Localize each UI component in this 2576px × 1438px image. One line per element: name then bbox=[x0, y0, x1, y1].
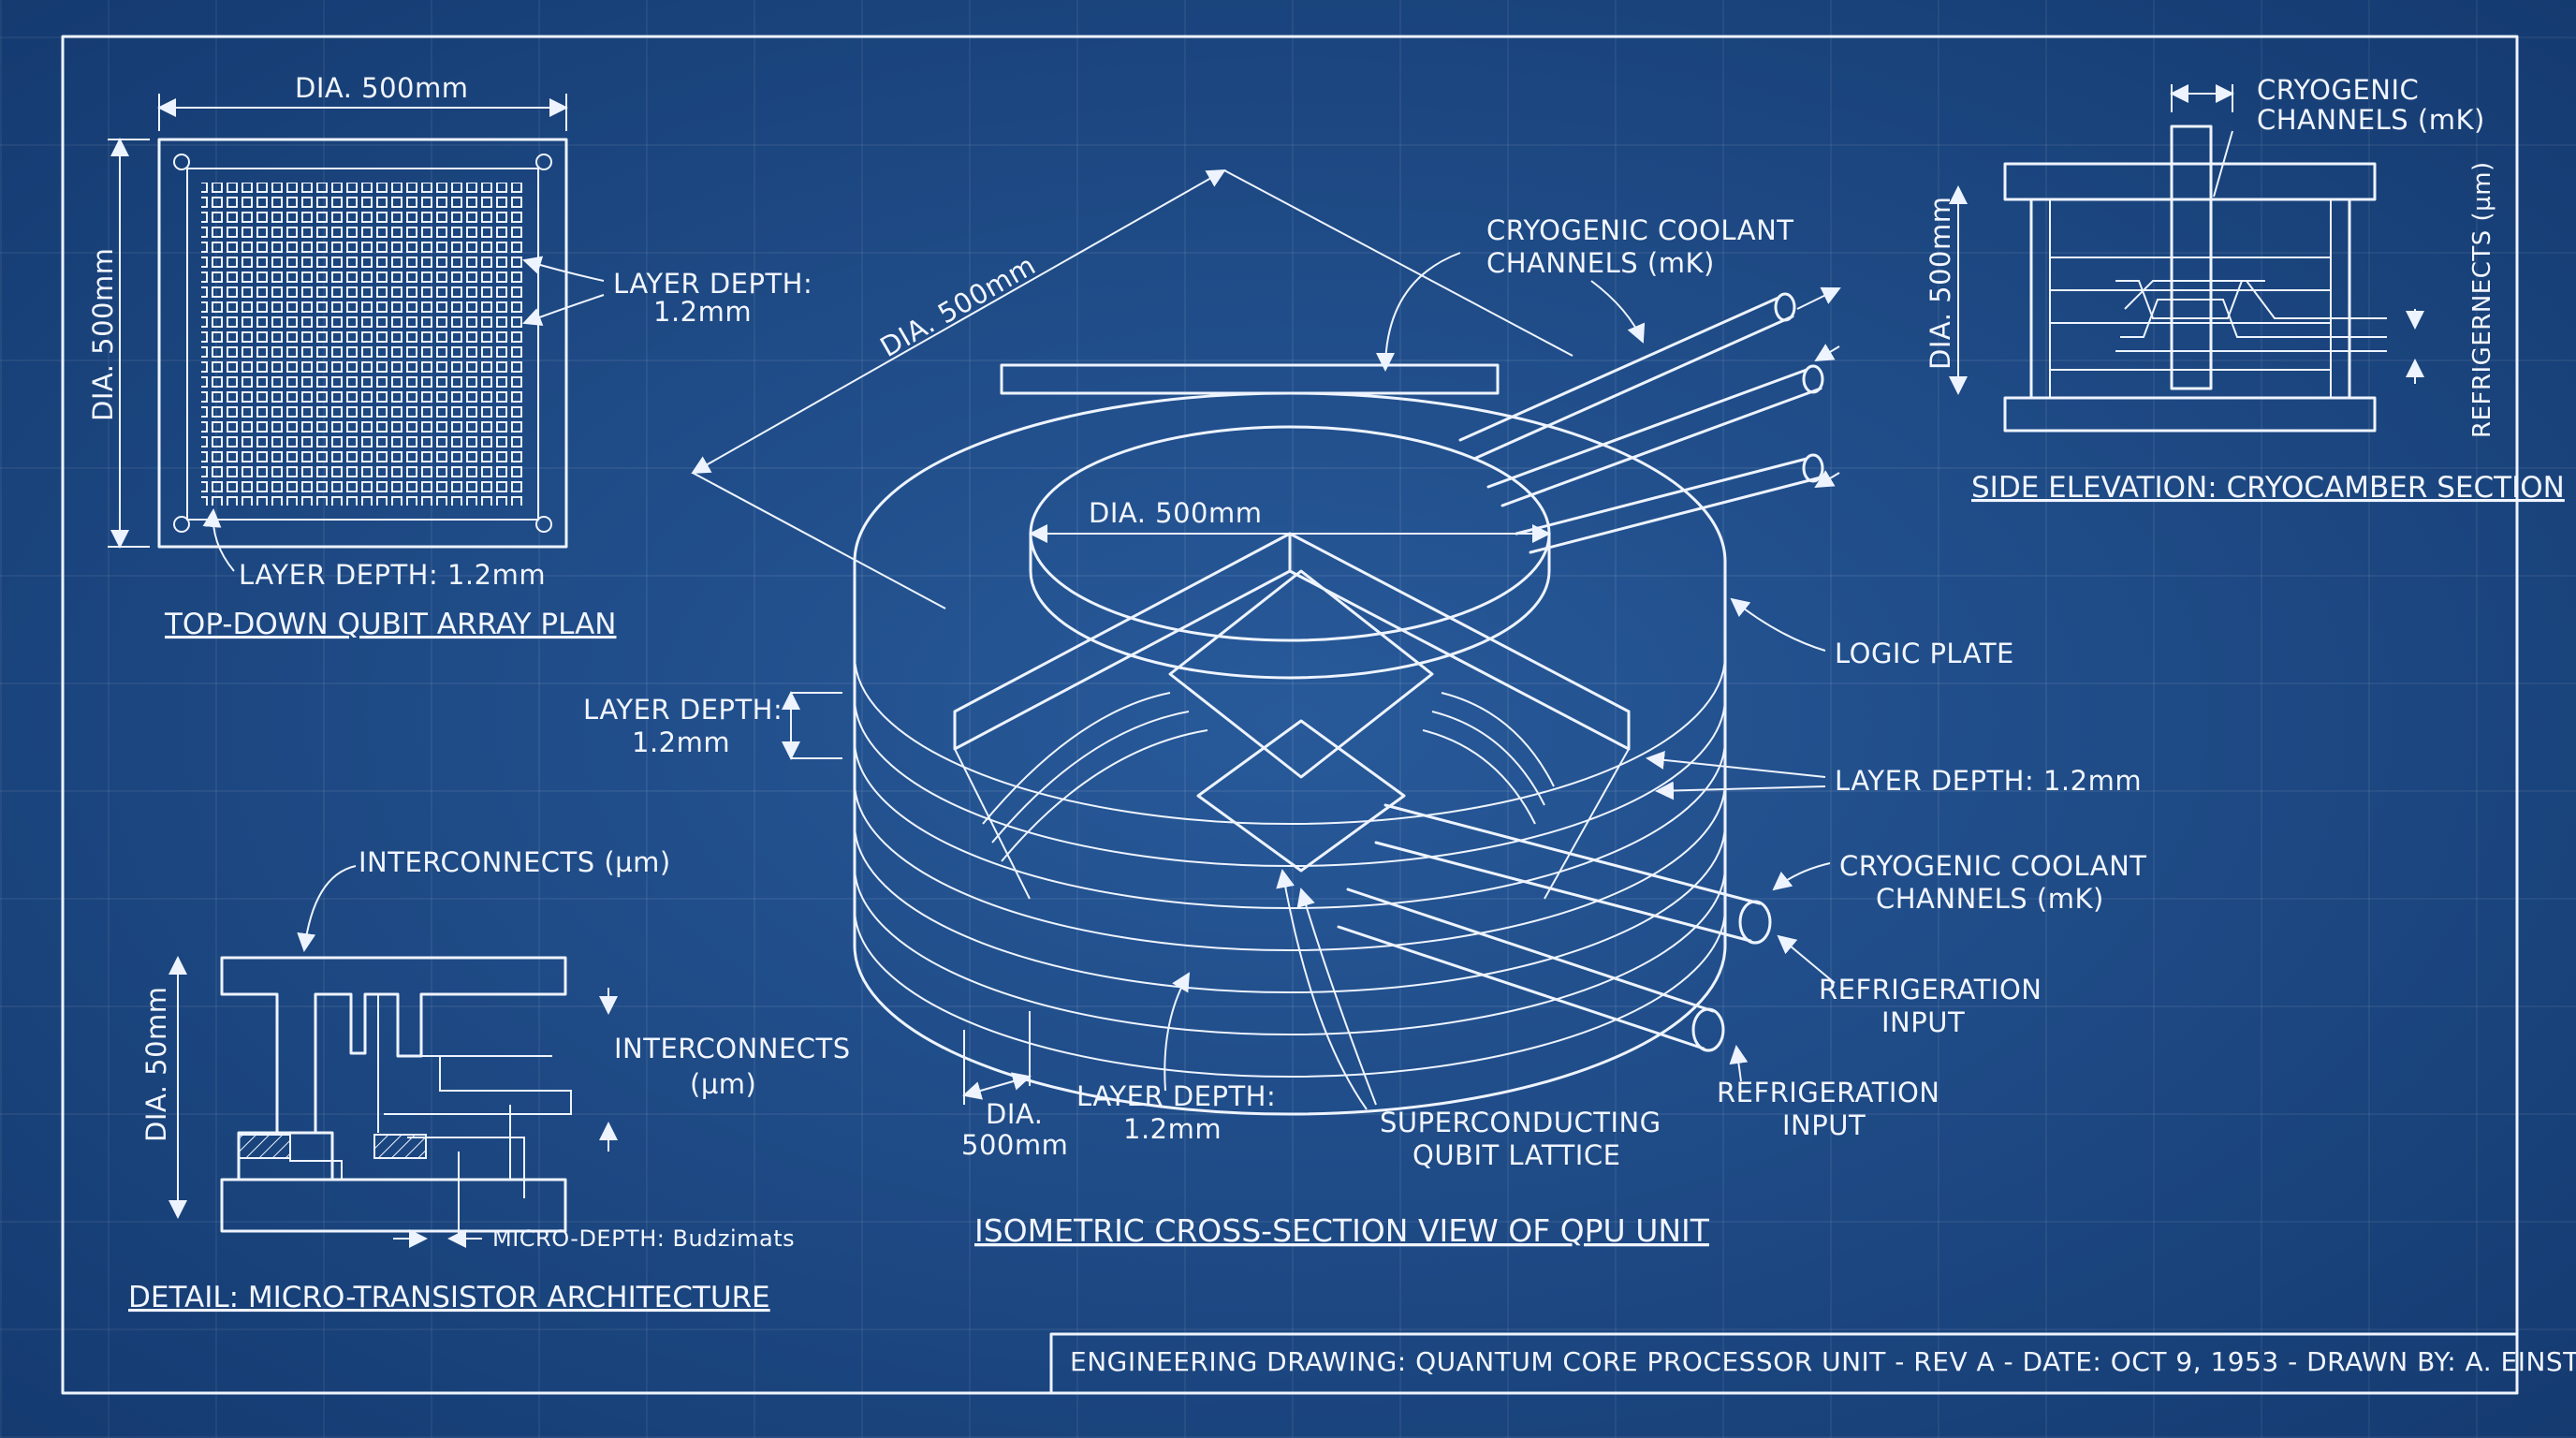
iso-refrig-1a: REFRIGERATION bbox=[1819, 974, 2042, 1005]
iso-layer-depth-bottom-1: LAYER DEPTH: bbox=[1076, 1080, 1276, 1112]
side-channels-2: CHANNELS (mK) bbox=[2257, 104, 2485, 136]
plan-dim-left: DIA. 500mm bbox=[87, 248, 119, 422]
iso-lattice-2: QUBIT LATTICE bbox=[1412, 1139, 1620, 1171]
micro-depth-label: MICRO-DEPTH: Budzimats bbox=[492, 1225, 795, 1252]
iso-layer-depth-left-2: 1.2mm bbox=[632, 726, 730, 758]
top-down-qubit-array-plan: DIA. 500mm DIA. 500mm LAYER DEPTH: 1.2mm… bbox=[87, 72, 812, 641]
iso-refrig-2a: REFRIGERATION bbox=[1717, 1077, 1940, 1108]
plan-layer-depth-value: 1.2mm bbox=[653, 296, 752, 328]
side-dim-left: DIA. 500mm bbox=[1925, 197, 1956, 371]
iso-layer-depth-left-1: LAYER DEPTH: bbox=[583, 694, 783, 726]
iso-coolant-right-2: CHANNELS (mK) bbox=[1876, 883, 2104, 915]
iso-layer-depth-bottom-2: 1.2mm bbox=[1123, 1113, 1222, 1145]
interconnects-right-label: INTERCONNECTS bbox=[614, 1033, 851, 1064]
side-elevation-cryochamber: CRYOGENIC CHANNELS (mK) DIA. 500mm REFRI… bbox=[1925, 74, 2565, 505]
iso-dia-bottom-2: 500mm bbox=[961, 1129, 1068, 1161]
isometric-qpu-cross-section: DIA. 500mm DIA. 500mm CRYOGENIC COOLANT … bbox=[583, 169, 2146, 1249]
interconnects-right-unit: (µm) bbox=[690, 1068, 756, 1100]
micro-dim-left: DIA. 50mm bbox=[140, 986, 172, 1142]
iso-coolant-right-1: CRYOGENIC COOLANT bbox=[1839, 850, 2146, 882]
iso-dim-top-plate: DIA. 500mm bbox=[1089, 497, 1263, 529]
side-refrig-right: REFRIGERNECTS (µm) bbox=[2468, 161, 2496, 438]
plan-dim-top: DIA. 500mm bbox=[295, 72, 469, 104]
side-elevation-title: SIDE ELEVATION: CRYOCAMBER SECTION bbox=[1971, 471, 2565, 505]
iso-lattice-1: SUPERCONDUCTING bbox=[1380, 1107, 1661, 1138]
plan-title: TOP-DOWN QUBIT ARRAY PLAN bbox=[164, 608, 616, 641]
iso-refrig-1b: INPUT bbox=[1881, 1006, 1965, 1038]
iso-coolant-top-1: CRYOGENIC COOLANT bbox=[1486, 214, 1793, 246]
micro-transistor-title: DETAIL: MICRO-TRANSISTOR ARCHITECTURE bbox=[128, 1281, 770, 1314]
isometric-title: ISOMETRIC CROSS-SECTION VIEW OF QPU UNIT bbox=[974, 1212, 1710, 1249]
iso-layer-depth-right: LAYER DEPTH: 1.2mm bbox=[1835, 765, 2142, 797]
title-block: ENGINEERING DRAWING: QUANTUM CORE PROCES… bbox=[1049, 1332, 2576, 1395]
side-channels-1: CRYOGENIC bbox=[2257, 74, 2419, 106]
micro-transistor-detail: INTERCONNECTS (µm) INTERCONNECTS (µm) DI… bbox=[128, 846, 851, 1314]
iso-dia-bottom-1: DIA. bbox=[986, 1098, 1043, 1130]
iso-refrig-2b: INPUT bbox=[1782, 1109, 1866, 1141]
plan-layer-depth-bottom: LAYER DEPTH: 1.2mm bbox=[239, 559, 546, 591]
plan-layer-depth-label: LAYER DEPTH: bbox=[613, 268, 812, 300]
title-block-text: ENGINEERING DRAWING: QUANTUM CORE PROCES… bbox=[1070, 1346, 2576, 1377]
interconnects-top-label: INTERCONNECTS (µm) bbox=[359, 846, 671, 878]
iso-dim-diagonal: DIA. 500mm bbox=[875, 249, 1042, 363]
iso-coolant-top-2: CHANNELS (mK) bbox=[1486, 247, 1715, 279]
iso-logic-plate: LOGIC PLATE bbox=[1835, 638, 2014, 669]
